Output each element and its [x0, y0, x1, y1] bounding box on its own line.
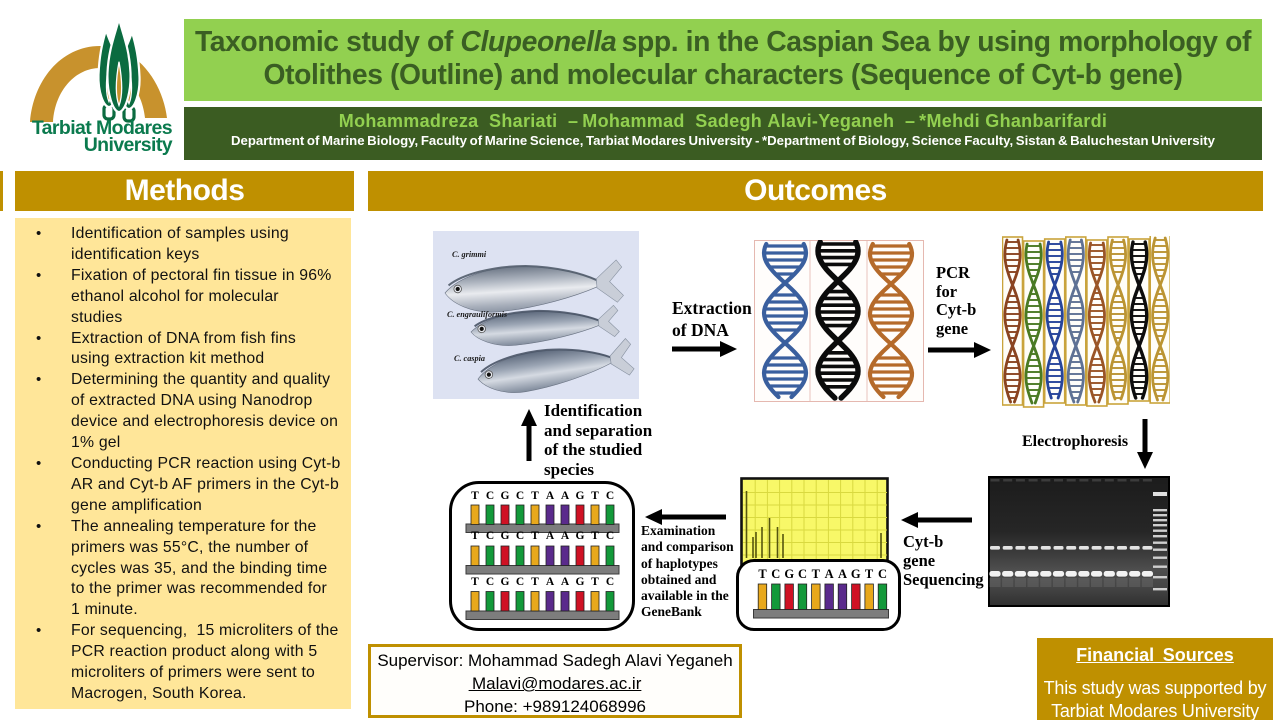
svg-text:A: A [546, 530, 555, 542]
svg-text:A: A [838, 567, 847, 581]
svg-text:G: G [501, 576, 510, 588]
svg-text:C: C [798, 567, 807, 581]
svg-text:University: University [84, 134, 173, 156]
svg-text:T: T [531, 576, 539, 588]
svg-text:C: C [878, 567, 887, 581]
svg-text:C. engrauliformis: C. engrauliformis [447, 310, 507, 319]
svg-text:T: T [591, 490, 599, 502]
svg-text:G: G [576, 576, 585, 588]
svg-text:T: T [471, 576, 479, 588]
svg-text:G: G [576, 490, 585, 502]
svg-text:C: C [606, 576, 614, 588]
svg-text:C. caspia: C. caspia [454, 354, 485, 363]
svg-text:C: C [516, 530, 524, 542]
svg-text:C: C [516, 490, 524, 502]
svg-text:G: G [784, 567, 794, 581]
svg-text:T: T [471, 490, 479, 502]
svg-text:T: T [531, 490, 539, 502]
svg-text:C: C [606, 530, 614, 542]
svg-text:C: C [516, 576, 524, 588]
svg-text:G: G [501, 490, 510, 502]
svg-text:T: T [812, 567, 821, 581]
svg-text:T: T [531, 530, 539, 542]
svg-text:Tarbiat Modares: Tarbiat Modares [32, 117, 173, 139]
svg-text:A: A [561, 530, 570, 542]
svg-text:C: C [606, 490, 614, 502]
svg-text:T: T [865, 567, 874, 581]
svg-text:C: C [486, 576, 494, 588]
svg-text:T: T [471, 530, 479, 542]
svg-text:C. grimmi: C. grimmi [452, 250, 487, 259]
svg-text:G: G [576, 530, 585, 542]
svg-text:C: C [486, 490, 494, 502]
svg-text:A: A [825, 567, 834, 581]
svg-text:G: G [501, 530, 510, 542]
svg-text:T: T [758, 567, 767, 581]
svg-text:T: T [591, 576, 599, 588]
svg-text:G: G [851, 567, 861, 581]
svg-text:A: A [561, 490, 570, 502]
svg-text:C: C [771, 567, 780, 581]
svg-text:A: A [546, 576, 555, 588]
svg-text:C: C [486, 530, 494, 542]
svg-text:A: A [561, 576, 570, 588]
svg-text:A: A [546, 490, 555, 502]
svg-text:T: T [591, 530, 599, 542]
